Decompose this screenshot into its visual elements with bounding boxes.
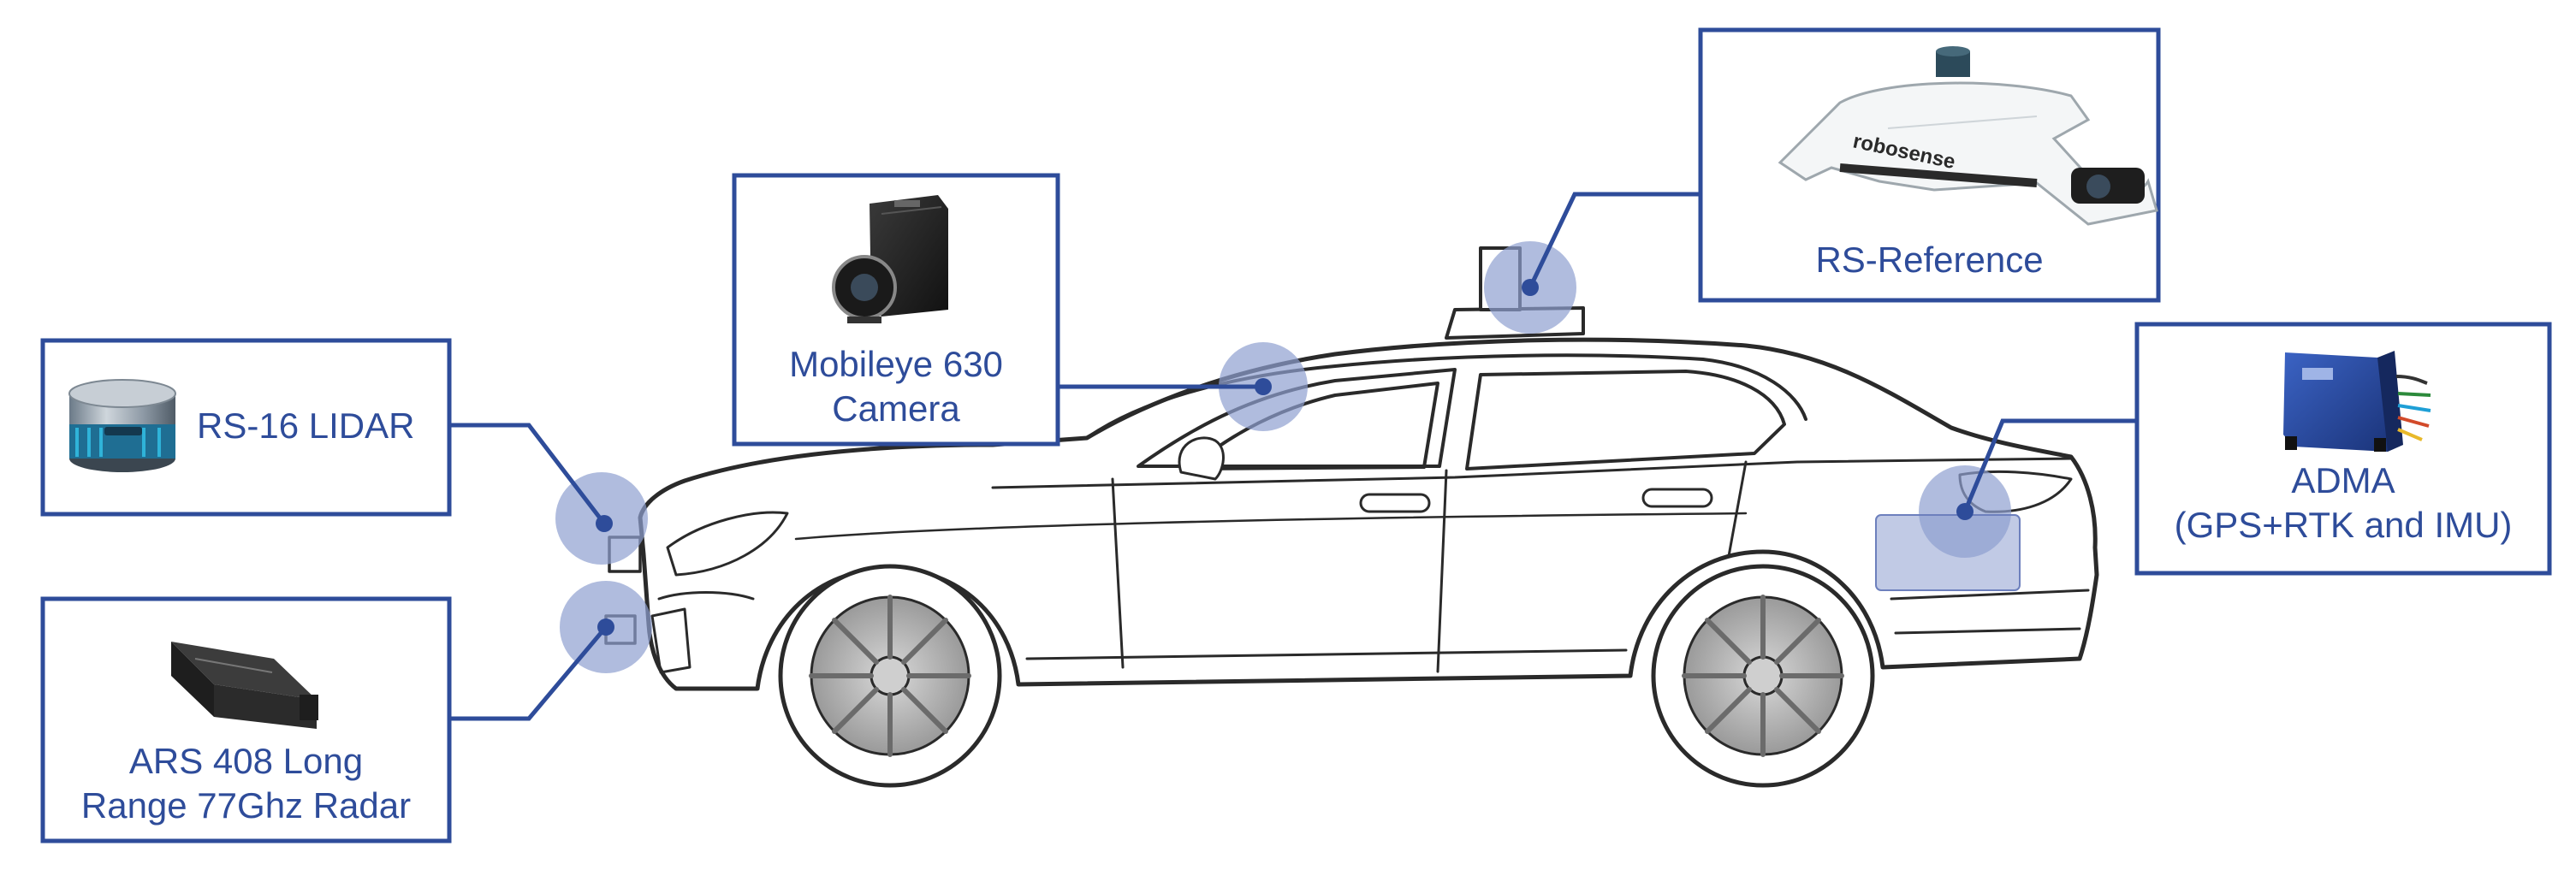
- leader-line-rsref: [1528, 192, 1701, 289]
- label-mobileye-line-2: Camera: [832, 388, 960, 429]
- label-ars408: ARS 408 Long Range 77Ghz Radar: [43, 739, 449, 828]
- leader-dots: [596, 279, 1974, 636]
- label-ars408-line-1: ARS 408 Long: [128, 741, 364, 781]
- car-headlight: [666, 511, 789, 577]
- label-mobileye-line-1: Mobileye 630: [789, 344, 1003, 384]
- radar-icon: [171, 642, 318, 729]
- leader-dot-mobileye: [1255, 378, 1272, 395]
- leader-line-ars408: [449, 625, 608, 721]
- car-door-line-front: [1111, 477, 1125, 669]
- label-rs16: RS-16 LIDAR: [197, 404, 414, 448]
- leader-dot-ars408: [597, 618, 614, 636]
- car-front-bumper: [657, 591, 755, 601]
- car-door-handle-rear: [1641, 488, 1713, 508]
- leader-dot-adma: [1956, 503, 1974, 520]
- leader-line-adma: [1962, 418, 2137, 512]
- camera-icon: [832, 195, 948, 323]
- highlight-adma-trunk: [1875, 514, 2021, 591]
- lidar-icon: [68, 379, 176, 472]
- car-roof-line: [1085, 353, 1807, 440]
- car-illustration: [604, 246, 2099, 788]
- car-door-line-rear: [1727, 460, 1748, 558]
- car-front-grille: [650, 607, 691, 674]
- label-rs16-line-1: RS-16 LIDAR: [197, 405, 415, 446]
- leader-lines: [449, 192, 2137, 721]
- roof-sensor-rig-icon: [1778, 46, 2158, 226]
- car-side-crease: [794, 512, 1748, 541]
- car-rear-bumper: [1890, 589, 2090, 601]
- adma-unit-icon: [2283, 351, 2431, 452]
- car-side-mirror: [1178, 436, 1225, 481]
- car-door-line-mid: [1436, 469, 1448, 673]
- car-rear-wheel: [1651, 564, 1875, 788]
- label-adma: ADMA (GPS+RTK and IMU): [2137, 459, 2549, 547]
- label-adma-line-1: ADMA: [2291, 460, 2395, 500]
- label-adma-line-2: (GPS+RTK and IMU): [2174, 505, 2513, 545]
- label-mobileye: Mobileye 630 Camera: [734, 342, 1058, 431]
- car-door-handle-front: [1359, 493, 1431, 513]
- label-rsref: RS-Reference: [1701, 238, 2158, 282]
- label-rsref-line-1: RS-Reference: [1815, 240, 2044, 280]
- label-ars408-line-2: Range 77Ghz Radar: [80, 785, 412, 826]
- car-rear-bumper-lower: [1894, 627, 2081, 635]
- leader-dot-rsref: [1522, 279, 1539, 296]
- leader-dot-rs16: [596, 515, 613, 532]
- leader-line-rs16: [449, 423, 606, 525]
- car-front-wheel: [778, 564, 1002, 788]
- car-window-rear: [1465, 370, 1786, 471]
- car-side-sill: [1025, 648, 1628, 660]
- car-beltline: [991, 457, 2073, 489]
